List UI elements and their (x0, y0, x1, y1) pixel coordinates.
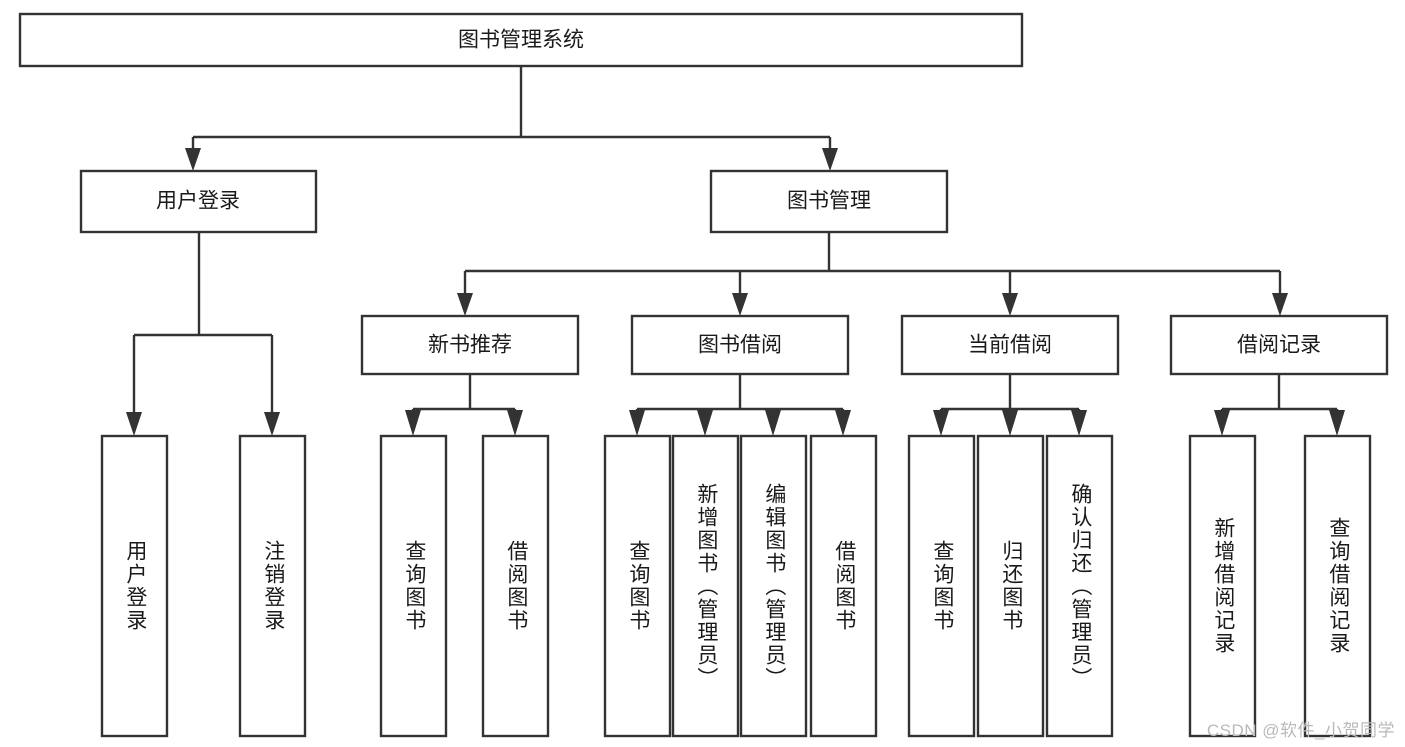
node-leaf-add-record-box[interactable] (1188, 434, 1257, 738)
node-borrow-record-label: 借阅记录 (1237, 334, 1321, 357)
csdn-watermark: CSDN @软件_小贺同学 (1206, 721, 1395, 740)
node-user-login-box[interactable] (79, 169, 318, 234)
node-leaf-query-book-1-box[interactable] (379, 434, 448, 738)
arrow-to-leaf-add-record (1214, 410, 1230, 436)
node-new-book-recommend-box[interactable] (360, 314, 580, 376)
node-leaf-user-logout-box[interactable] (238, 434, 307, 738)
arrow-to-user-login (185, 148, 201, 171)
arrow-to-leaf-query-book-2 (629, 410, 645, 436)
node-borrow-record-box[interactable] (1169, 314, 1389, 376)
edges-group (126, 66, 1345, 436)
node-leaf-query-book-2-box[interactable] (603, 434, 672, 738)
node-leaf-borrow-book-1-box[interactable] (481, 434, 550, 738)
arrow-to-leaf-query-book-1 (405, 410, 421, 436)
arrow-to-book-manage (822, 148, 838, 171)
node-leaf-return-book-box[interactable] (976, 434, 1045, 738)
arrow-to-leaf-user-login (126, 412, 142, 436)
arrow-to-leaf-add-book (697, 410, 713, 436)
node-leaf-user-login-box[interactable] (100, 434, 169, 738)
node-leaf-edit-book-box[interactable] (739, 434, 808, 738)
arrow-to-leaf-borrow-book-2 (835, 410, 851, 436)
node-current-borrow-box[interactable] (900, 314, 1120, 376)
node-book-borrow-box[interactable] (630, 314, 850, 376)
arrow-to-leaf-query-record (1329, 410, 1345, 436)
node-root-label: 图书管理系统 (458, 29, 584, 52)
arrow-to-leaf-query-book-3 (933, 410, 949, 436)
node-root-box[interactable] (18, 12, 1024, 68)
node-leaf-borrow-book-2-box[interactable] (809, 434, 878, 738)
arrow-to-leaf-confirm-return (1071, 410, 1087, 436)
arrow-to-book-borrow (732, 293, 748, 316)
arrow-to-leaf-user-logout (264, 412, 280, 436)
node-new-book-recommend-label: 新书推荐 (428, 334, 512, 357)
node-user-login-label: 用户登录 (156, 190, 240, 213)
node-leaf-query-book-3-box[interactable] (907, 434, 976, 738)
node-leaf-add-book-box[interactable] (671, 434, 740, 738)
nodes-group: 图书管理系统 用户登录 图书管理 新书推荐 图书借阅 当前借阅 借阅记录 (18, 12, 1389, 738)
arrow-to-borrow-record (1272, 293, 1288, 316)
arrow-to-current-borrow (1002, 293, 1018, 316)
node-book-manage-label: 图书管理 (787, 190, 871, 213)
node-book-manage-box[interactable] (709, 169, 949, 234)
node-leaf-query-record-box[interactable] (1303, 434, 1372, 738)
arrow-to-new-book-recommend (457, 293, 473, 316)
arrow-to-leaf-borrow-book-1 (507, 410, 523, 436)
node-current-borrow-label: 当前借阅 (968, 334, 1052, 357)
node-book-borrow-label: 图书借阅 (698, 334, 782, 357)
node-leaf-confirm-return-box[interactable] (1045, 434, 1114, 738)
arrow-to-leaf-return-book (1002, 410, 1018, 436)
arrow-to-leaf-edit-book (765, 410, 781, 436)
